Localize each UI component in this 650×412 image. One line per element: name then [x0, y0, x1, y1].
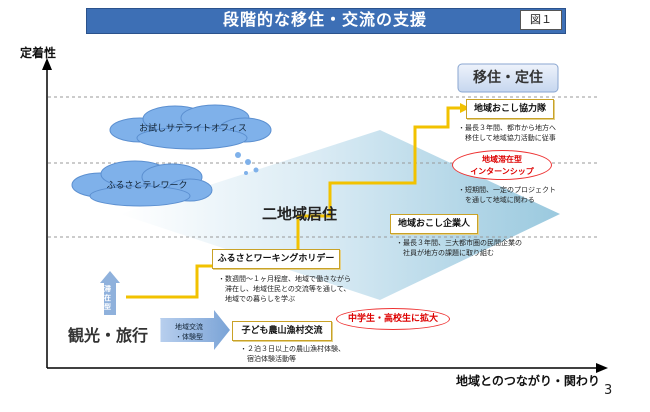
program-kodomo-box: 子ども農山漁村交流: [232, 321, 332, 341]
desc-line: 移住して地域協力活動に従事: [458, 134, 556, 142]
desc-line: 地域での暮らしを学ぶ: [218, 295, 295, 303]
x-axis-arrow: [596, 363, 608, 373]
exchange-type-line2: ・体験型: [175, 333, 203, 341]
x-axis-label: 地域とのつながり・関わり: [456, 374, 600, 388]
stay-type-arrow: [100, 271, 120, 315]
expansion-badge: 中学生・高校生に拡大: [336, 308, 450, 330]
program-internship-desc: ・短期間、一定のプロジェクト を通して地域に関わる: [458, 185, 556, 205]
program-kyoryokutai-desc: ・最長３年間、都市から地方へ 移住して地域協力活動に従事: [458, 123, 556, 143]
tourism-label: 観光・旅行: [67, 326, 148, 345]
settlement-box: [457, 63, 559, 93]
stay-type-label: 滞在型: [104, 285, 111, 311]
staircase-line: [126, 106, 462, 299]
cloud-bubble: [245, 159, 251, 165]
desc-line: ・最長３年間、都市から地方へ: [458, 124, 556, 132]
figure-label: 図１: [520, 10, 562, 30]
desc-line: ・最長３年間、三大都市圏の民間企業の: [396, 239, 522, 247]
y-axis-arrow: [42, 58, 52, 70]
exchange-type-line1: 地域交流: [175, 323, 203, 331]
program-kigyo-box: 地域おこし企業人: [390, 214, 478, 234]
cloud-bubble: [253, 167, 259, 173]
dual-region-label: 二地域居住: [262, 205, 338, 223]
page-title: 段階的な移住・交流の支援: [222, 10, 427, 29]
desc-line: 滞在し、地域住民との交流等を通して、: [218, 285, 351, 293]
desc-line: ・２泊３日以上の農山漁村体験、: [240, 345, 345, 353]
program-kigyo-desc: ・最長３年間、三大都市圏の民間企業の 社員が地方の課題に取り組む: [396, 238, 522, 258]
exchange-arrow: [160, 310, 230, 350]
cloud-bubble: [244, 171, 248, 175]
program-kodomo-desc: ・２泊３日以上の農山漁村体験、 宿泊体験活動等: [240, 344, 345, 364]
program-working-holiday-desc: ・数週間～１ヶ月程度、地域で働きながら 滞在し、地域住民との交流等を通して、 地…: [218, 274, 351, 304]
internship-title-line1: 地域滞在型: [482, 155, 522, 164]
program-working-holiday-box: ふるさとワーキングホリデー: [212, 249, 340, 269]
desc-line: 社員が地方の課題に取り組む: [396, 249, 494, 257]
cloud-bubble: [235, 152, 241, 158]
cloud-telework: [71, 160, 213, 207]
page-number: 3: [604, 383, 613, 398]
desc-line: ・数週間～１ヶ月程度、地域で働きながら: [218, 275, 351, 283]
header-bar: [86, 8, 566, 34]
program-internship-badge: 地域滞在型 インターンシップ: [452, 150, 552, 180]
tourism-box: [54, 318, 161, 354]
internship-title-line2: インターンシップ: [470, 167, 534, 176]
exchange-type-label: 地域交流 ・体験型: [164, 322, 214, 342]
desc-line: ・短期間、一定のプロジェクト: [458, 186, 556, 194]
program-kyoryokutai-box: 地域おこし協力隊: [466, 99, 554, 119]
dual-region-wedge: [120, 130, 560, 300]
staircase-arrowhead: [460, 103, 470, 113]
cloud-satellite-office: [109, 104, 272, 150]
settlement-label: 移住・定住: [473, 70, 543, 86]
cloud-satellite-office-label: お試しサテライトオフィス: [139, 124, 247, 134]
desc-line: を通して地域に関わる: [458, 196, 535, 204]
desc-line: 宿泊体験活動等: [240, 355, 296, 363]
y-axis-label: 定着性: [20, 46, 57, 60]
cloud-telework-label: ふるさとテレワーク: [106, 181, 188, 191]
